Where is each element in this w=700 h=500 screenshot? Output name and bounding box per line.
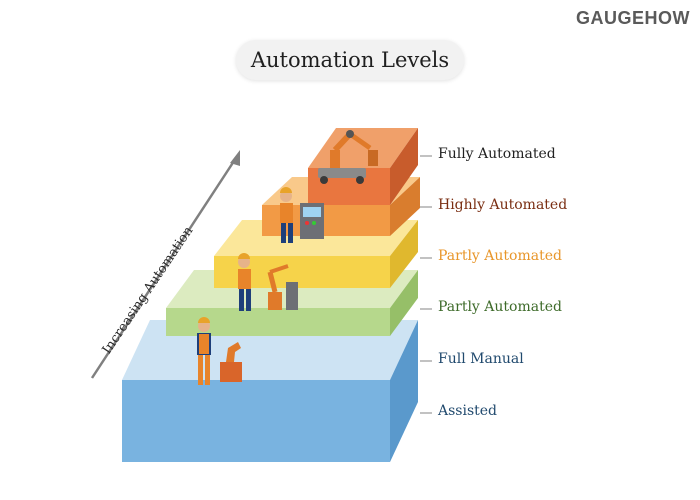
robot-arm-cart-icon xyxy=(318,130,378,184)
level-label-partly-automated-upper: Partly Automated xyxy=(438,248,562,264)
brand-logo: GAUGEHOW xyxy=(576,8,690,28)
level-label-assisted: Assisted xyxy=(438,403,498,419)
level-label-highly-automated: Highly Automated xyxy=(438,197,568,213)
level-label-partly-automated-lower: Partly Automated xyxy=(438,299,562,315)
step-fully-automated-side xyxy=(390,128,418,205)
title-pill xyxy=(236,40,464,80)
increasing-arrow xyxy=(90,150,240,379)
step-highly-automated-side xyxy=(390,177,420,236)
worker-control-panel-icon xyxy=(280,187,324,243)
step-partly-automated-lower-side xyxy=(390,270,418,336)
level-label-full-manual: Full Manual xyxy=(438,351,524,367)
worker-manual-tool-icon xyxy=(197,317,242,385)
step-base xyxy=(122,320,418,462)
step-base-side xyxy=(390,320,418,462)
worker-robot-arm-icon xyxy=(238,253,298,311)
step-partly-automated-upper-side xyxy=(390,220,418,288)
level-label-fully-automated: Fully Automated xyxy=(438,146,556,162)
page-title: Automation Levels xyxy=(250,48,450,72)
step-base-front xyxy=(122,380,390,462)
